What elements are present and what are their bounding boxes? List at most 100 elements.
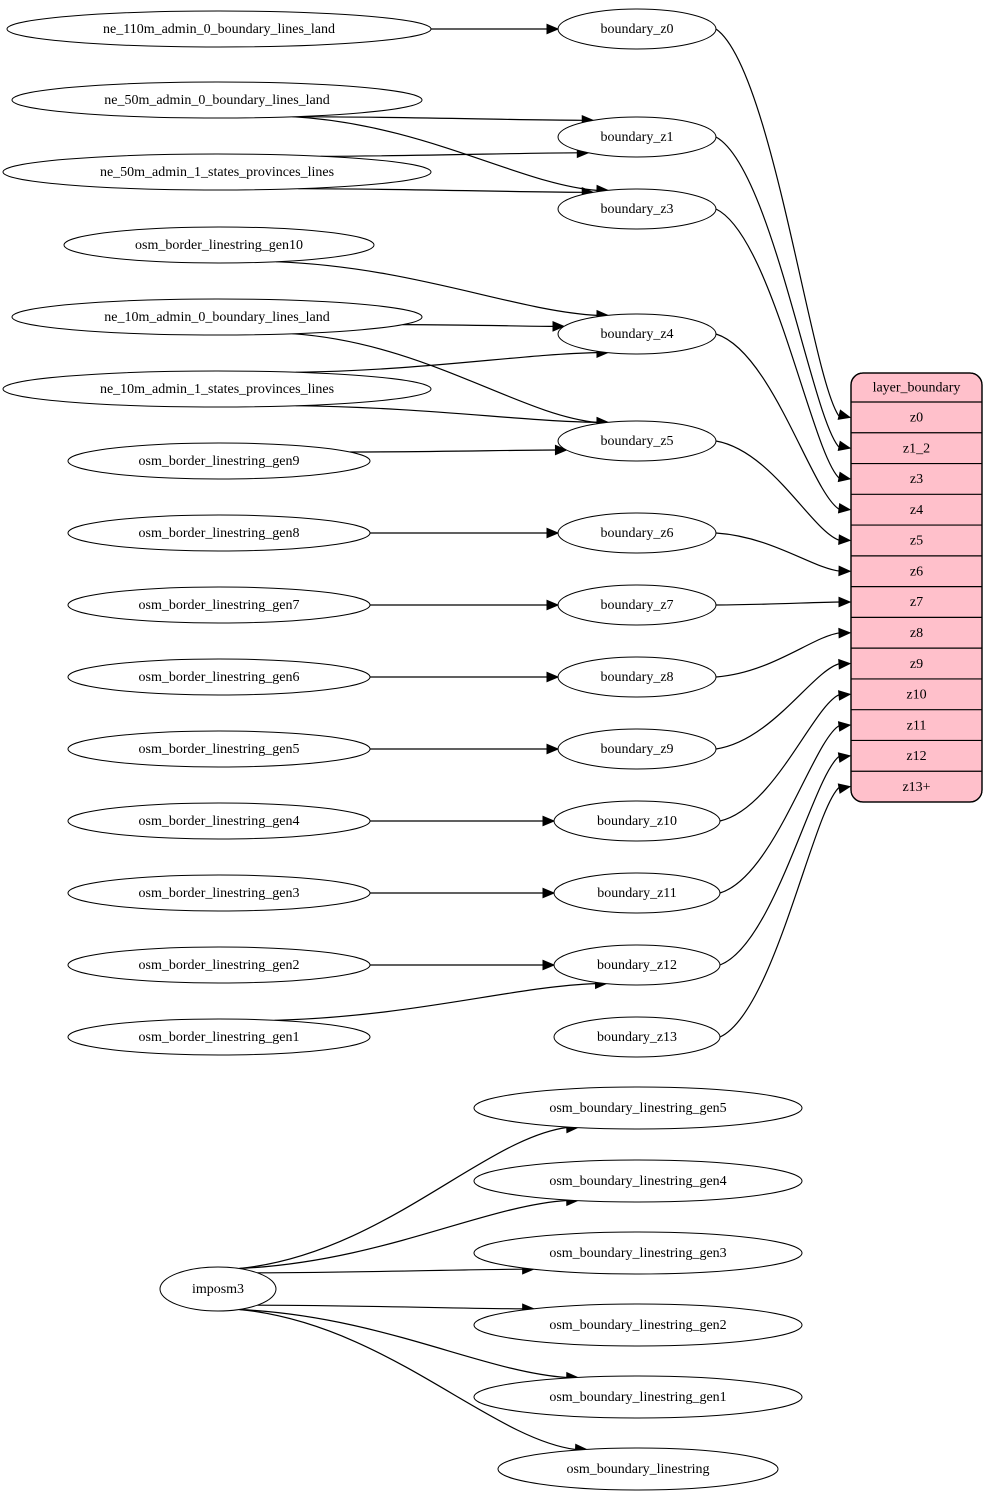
- source-node-osm_gen10-label: osm_border_linestring_gen10: [135, 238, 303, 253]
- layer-table-title: layer_boundary: [873, 381, 961, 396]
- layer-table-row-z1_2[interactable]: z1_2: [903, 441, 930, 456]
- layer-table-row-z7[interactable]: z7: [910, 595, 923, 610]
- edge-path: [719, 693, 841, 822]
- boundary-node-b_z10[interactable]: boundary_z10: [553, 800, 721, 842]
- edge-osm_gen1-to-b_z12: [274, 978, 608, 1021]
- boundary-node-b_z8-label: boundary_z8: [600, 670, 673, 685]
- layer-table-row-z4[interactable]: z4: [910, 503, 923, 518]
- source-node-osm_gen8-label: osm_border_linestring_gen8: [139, 526, 300, 541]
- target-node-osm_b_gen4[interactable]: osm_boundary_linestring_gen4: [473, 1159, 803, 1203]
- layer-boundary-table[interactable]: layer_boundary z0 z1_2 z3 z4 z5 z6 z7 z8 z9 z10 z11…: [850, 372, 983, 803]
- boundary-node-b_z0[interactable]: boundary_z0: [557, 8, 717, 50]
- edge-ne50_admin1-to-b_z1: [320, 147, 590, 159]
- target-node-osm_b_gen5[interactable]: osm_boundary_linestring_gen5: [473, 1086, 803, 1130]
- edge-path: [715, 136, 841, 449]
- source-node-osm_gen8-shape: [67, 514, 371, 552]
- edge-arrowhead: [554, 444, 568, 456]
- target-node-osm_b_gen3[interactable]: osm_boundary_linestring_gen3: [473, 1231, 803, 1275]
- edge-b_z13-to-layer_boundary_z13_: [719, 783, 852, 1038]
- source-node-ne10_admin1-label: ne_10m_admin_1_states_provinces_lines: [100, 382, 334, 397]
- source-node-ne110_admin0[interactable]: ne_110m_admin_0_boundary_lines_land: [6, 10, 432, 48]
- boundary-node-b_z0-shape: [557, 8, 717, 50]
- edge-imposm3-to-osm_b_gen3: [257, 1263, 535, 1275]
- source-node-ne110_admin0-label: ne_110m_admin_0_boundary_lines_land: [103, 22, 335, 37]
- layer-table-row-z8[interactable]: z8: [910, 626, 923, 641]
- target-node-osm_b[interactable]: osm_boundary_linestring: [497, 1447, 779, 1491]
- source-node-osm_gen2[interactable]: osm_border_linestring_gen2: [67, 946, 371, 984]
- boundary-node-b_z6[interactable]: boundary_z6: [557, 512, 717, 554]
- layer-table-outline: [850, 372, 983, 803]
- source-node-osm_gen5-label: osm_border_linestring_gen5: [139, 742, 300, 757]
- source-node-ne50_admin0[interactable]: ne_50m_admin_0_boundary_lines_land: [11, 81, 423, 119]
- layer-table-row-z10[interactable]: z10: [906, 688, 926, 703]
- boundary-node-b_z9[interactable]: boundary_z9: [557, 728, 717, 770]
- layer-table-row-z12[interactable]: z12: [906, 749, 926, 764]
- layer-table-row-z11[interactable]: z11: [907, 718, 927, 733]
- boundary-node-b_z7[interactable]: boundary_z7: [557, 584, 717, 626]
- edge-path: [257, 1304, 523, 1310]
- boundary-node-b_z13[interactable]: boundary_z13: [553, 1016, 721, 1058]
- edge-ne10_admin1-to-b_z5: [295, 405, 610, 428]
- edge-path: [715, 662, 841, 750]
- edge-osm_gen4-to-b_z10: [370, 815, 556, 827]
- edge-arrowhead: [546, 599, 560, 611]
- target-node-osm_b_gen2[interactable]: osm_boundary_linestring_gen2: [473, 1303, 803, 1347]
- edge-ne10_admin0-to-b_z4: [402, 320, 566, 332]
- boundary-node-b_z0-label: boundary_z0: [600, 22, 673, 37]
- source-node-osm_gen4[interactable]: osm_border_linestring_gen4: [67, 802, 371, 840]
- edge-arrowhead: [837, 502, 852, 514]
- source-node-ne10_admin1[interactable]: ne_10m_admin_1_states_provinces_lines: [2, 370, 432, 408]
- source-node-ne50_admin0-shape: [11, 81, 423, 119]
- source-node-osm_gen1[interactable]: osm_border_linestring_gen1: [67, 1018, 371, 1056]
- layer-table-row-z6[interactable]: z6: [910, 564, 923, 579]
- source-node-imposm3[interactable]: imposm3: [159, 1266, 277, 1312]
- source-node-osm_gen9[interactable]: osm_border_linestring_gen9: [67, 442, 371, 480]
- boundary-node-b_z4[interactable]: boundary_z4: [557, 313, 717, 355]
- layer-table-row-z5[interactable]: z5: [910, 534, 923, 549]
- source-node-ne50_admin1-label: ne_50m_admin_1_states_provinces_lines: [100, 165, 334, 180]
- source-node-osm_gen8[interactable]: osm_border_linestring_gen8: [67, 514, 371, 552]
- edge-osm_gen9-to-b_z5: [349, 444, 568, 456]
- layer-table-row-z9[interactable]: z9: [910, 657, 923, 672]
- source-node-osm_gen5[interactable]: osm_border_linestring_gen5: [67, 730, 371, 768]
- source-node-ne10_admin0[interactable]: ne_10m_admin_0_boundary_lines_land: [11, 298, 423, 336]
- source-node-osm_gen6-label: osm_border_linestring_gen6: [139, 670, 300, 685]
- layer-table-row-z0[interactable]: z0: [910, 411, 923, 426]
- boundary-node-b_z3[interactable]: boundary_z3: [557, 188, 717, 230]
- layer-table-row-z13+[interactable]: z13+: [902, 780, 930, 795]
- edge-path: [715, 601, 841, 606]
- target-node-osm_b_gen2-shape: [473, 1303, 803, 1347]
- edge-arrowhead: [552, 320, 566, 332]
- edge-path: [402, 324, 554, 327]
- edge-osm_gen5-to-b_z9: [369, 743, 560, 755]
- edge-arrowhead: [542, 815, 556, 827]
- source-node-osm_gen9-label: osm_border_linestring_gen9: [139, 454, 300, 469]
- edge-osm_gen6-to-b_z8: [370, 671, 560, 683]
- source-node-osm_gen7[interactable]: osm_border_linestring_gen7: [67, 586, 371, 624]
- source-node-osm_gen5-shape: [67, 730, 371, 768]
- edge-ne50_admin0-to-b_z1: [294, 114, 595, 126]
- edge-path: [257, 1268, 523, 1274]
- edge-arrowhead: [838, 627, 852, 639]
- layer-table-row-z3[interactable]: z3: [910, 472, 923, 487]
- boundary-node-b_z11[interactable]: boundary_z11: [553, 872, 721, 914]
- boundary-node-b_z12[interactable]: boundary_z12: [553, 944, 721, 986]
- source-node-osm_gen10[interactable]: osm_border_linestring_gen10: [63, 226, 375, 264]
- layer-table-background: [850, 372, 983, 803]
- edge-arrowhead: [838, 596, 852, 608]
- source-node-ne50_admin1-shape: [2, 153, 432, 191]
- boundary-node-b_z8[interactable]: boundary_z8: [557, 656, 717, 698]
- boundary-node-b_z1[interactable]: boundary_z1: [557, 116, 717, 158]
- edge-arrowhead: [838, 658, 852, 670]
- source-node-osm_gen6[interactable]: osm_border_linestring_gen6: [67, 658, 371, 696]
- source-node-osm_gen6-shape: [67, 658, 371, 696]
- target-node-osm_b_gen4-label: osm_boundary_linestring_gen4: [549, 1174, 726, 1189]
- edge-path: [719, 755, 841, 966]
- boundary-node-b_z5[interactable]: boundary_z5: [557, 420, 717, 462]
- boundary-node-b_z4-label: boundary_z4: [600, 327, 673, 342]
- target-node-osm_b_gen1[interactable]: osm_boundary_linestring_gen1: [473, 1375, 803, 1419]
- source-node-ne110_admin0-shape: [6, 10, 432, 48]
- source-node-osm_gen3[interactable]: osm_border_linestring_gen3: [67, 874, 371, 912]
- edge-ne110_admin0-to-b_z0: [431, 23, 560, 35]
- source-node-ne50_admin1[interactable]: ne_50m_admin_1_states_provinces_lines: [2, 153, 432, 191]
